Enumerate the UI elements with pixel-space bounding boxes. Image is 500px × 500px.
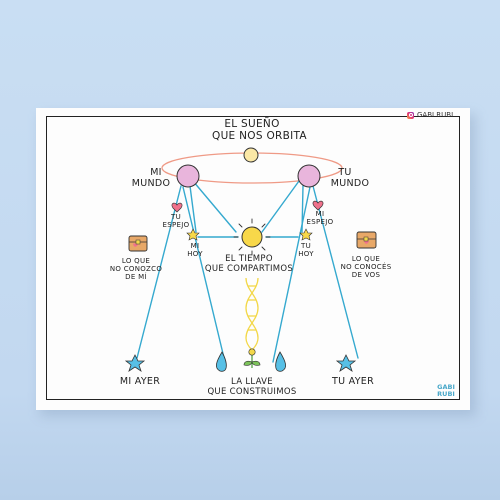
mi-ayer-label: MI AYER	[119, 376, 161, 387]
tu-ayer-star-icon	[335, 354, 357, 372]
tu-mundo-planet	[297, 164, 321, 188]
tu-hoy-star-icon	[299, 228, 313, 241]
sprout-icon	[243, 348, 261, 368]
lo-que-no-conoces-label: LO QUE NO CONOCÉS DE VOS	[340, 255, 392, 280]
mi-ayer-star-icon	[124, 354, 146, 372]
mi-hoy-label: MI HOY	[187, 242, 203, 259]
lo-que-no-conozco-label: LO QUE NO CONOZCO DE MÍ	[109, 257, 163, 282]
mi-mundo-planet	[176, 164, 200, 188]
mi-espejo-label: MI ESPEJO	[306, 210, 334, 227]
tu-ayer-label: TU AYER	[331, 376, 375, 387]
brand-logo: GABI RUBI	[437, 383, 455, 398]
tiempo-label: EL TIEMPO QUE COMPARTIMOS	[204, 254, 294, 274]
mi-drop-icon	[216, 351, 227, 372]
mi-mundo-label: MI MUNDO	[131, 167, 171, 189]
shared-sun	[233, 218, 271, 256]
tu-drop-icon	[275, 351, 286, 372]
title: EL SUEÑO QUE NOS ORBITA	[212, 118, 307, 143]
mi-treasure-chest-icon	[128, 235, 148, 252]
mi-hoy-star-icon	[186, 228, 200, 241]
vos-treasure-chest-icon	[356, 231, 377, 249]
helix-strand	[245, 277, 259, 351]
poster-frame	[46, 116, 460, 400]
tu-hoy-label: TU HOY	[298, 242, 314, 259]
dream-sun	[243, 147, 259, 163]
instagram-icon	[407, 111, 414, 119]
tu-espejo-heart-icon	[171, 202, 183, 213]
brand-handle: GABI RUBI	[407, 111, 453, 119]
connection-lines	[136, 180, 359, 363]
tu-espejo-label: TU ESPEJO	[162, 213, 190, 230]
mi-espejo-heart-icon	[312, 200, 324, 211]
llave-label: LA LLAVE QUE CONSTRUIMOS	[207, 377, 297, 397]
brand-handle-text: GABI RUBI	[417, 111, 454, 119]
tu-mundo-label: TU MUNDO	[330, 167, 370, 189]
